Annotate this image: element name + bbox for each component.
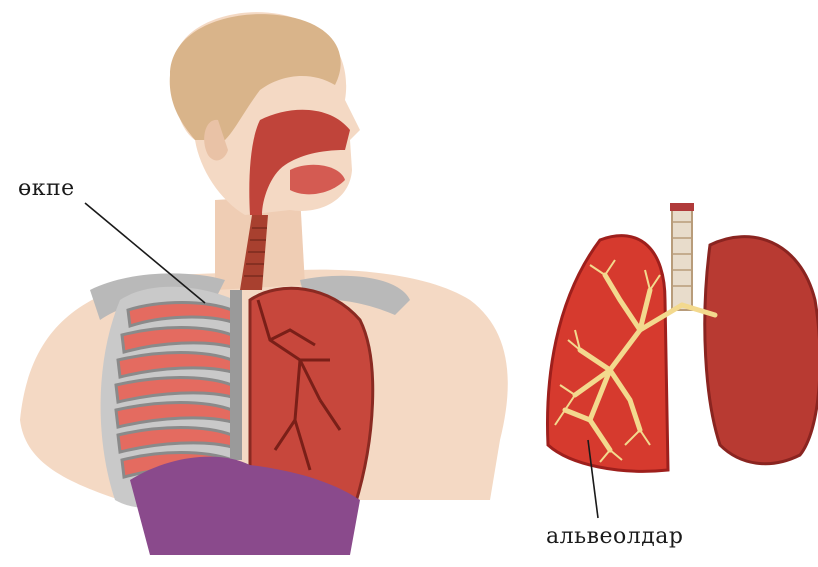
- lungs-trachea: [672, 205, 692, 310]
- lungs-illustration: [548, 203, 818, 471]
- trachea-top: [670, 203, 694, 211]
- right-lung: [705, 237, 818, 464]
- sternum: [230, 290, 242, 460]
- alveoli-label: альвеолдар: [546, 524, 683, 549]
- lung-label: өкпе: [18, 176, 75, 201]
- human-torso-illustration: [20, 12, 508, 555]
